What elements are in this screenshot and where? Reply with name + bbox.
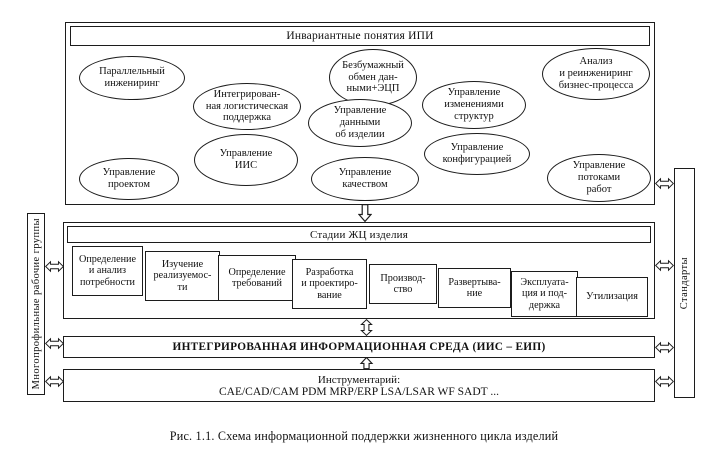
right-double-arrow-stages-icon [655, 259, 674, 272]
tools-bar-title: Инструментарий: [317, 373, 401, 386]
invariant-concepts-title: Инвариантные понятия ИПИ [70, 26, 650, 46]
right-double-arrow-tools-icon [655, 375, 674, 388]
stage-needs-analysis: Определение и анализ потребности [72, 246, 143, 296]
concept-paperless-exchange: Безбумажный обмен дан- ными+ЭЦП [329, 49, 417, 106]
figure-caption: Рис. 1.1. Схема информационной поддержки… [169, 429, 559, 443]
down-arrow-icon [358, 204, 372, 222]
concept-integrated-logistics: Интегрирован- ная логистическая поддержк… [193, 83, 301, 130]
vertical-double-arrow-icon [359, 319, 374, 336]
stage-feasibility-study: Изучение реализуемос- ти [145, 251, 220, 301]
tools-bar-list: CAE/CAD/CAM PDM MRP/ERP LSA/LSAR WF SADT… [218, 385, 499, 398]
tools-bar: Инструментарий: CAE/CAD/CAM PDM MRP/ERP … [63, 369, 655, 402]
concept-product-data-management: Управление данными об изделии [308, 99, 412, 147]
iis-environment-bar: ИНТЕГРИРОВАННАЯ ИНФОРМАЦИОННАЯ СРЕДА (ИИ… [63, 336, 655, 358]
stage-disposal: Утилизация [576, 277, 648, 317]
concept-iis-management: Управление ИИС [194, 134, 298, 186]
stage-requirements-definition: Определение требований [218, 255, 296, 301]
lifecycle-stages-title: Стадии ЖЦ изделия [67, 226, 651, 243]
workgroups-side-label: Многопрофильные рабочие группы [30, 218, 42, 390]
up-arrow-icon [359, 357, 374, 369]
stage-production: Производ- ство [369, 264, 437, 304]
left-double-arrow-iis-icon [45, 337, 64, 350]
left-double-arrow-tools-icon [45, 375, 64, 388]
standards-side-label: Стандарты [679, 256, 690, 310]
iis-environment-label: ИНТЕГРИРОВАННАЯ ИНФОРМАЦИОННАЯ СРЕДА (ИИ… [172, 341, 546, 353]
concept-quality-management: Управление качеством [311, 157, 419, 201]
concept-project-management: Управление проектом [79, 158, 179, 200]
standards-side-box: Стандарты [674, 168, 695, 398]
concept-parallel-engineering: Параллельный инжениринг [79, 56, 185, 100]
workgroups-side-box: Многопрофильные рабочие группы [27, 213, 45, 395]
stage-operation-support: Эксплуата- ция и под- держка [511, 271, 578, 317]
stage-deployment: Развертыва- ние [438, 268, 511, 308]
stage-development-design: Разработка и проектиро- вание [292, 259, 367, 309]
concept-change-management: Управление изменениями структур [422, 81, 526, 129]
right-double-arrow-iis-icon [655, 341, 674, 354]
concept-analysis-reengineering: Анализ и реинжениринг бизнес-процесса [542, 48, 650, 100]
left-double-arrow-stages-icon [45, 260, 64, 273]
concept-configuration-management: Управление конфигурацией [424, 133, 530, 175]
concept-workflow-management: Управление потоками работ [547, 154, 651, 202]
right-double-arrow-concepts-icon [655, 177, 674, 190]
